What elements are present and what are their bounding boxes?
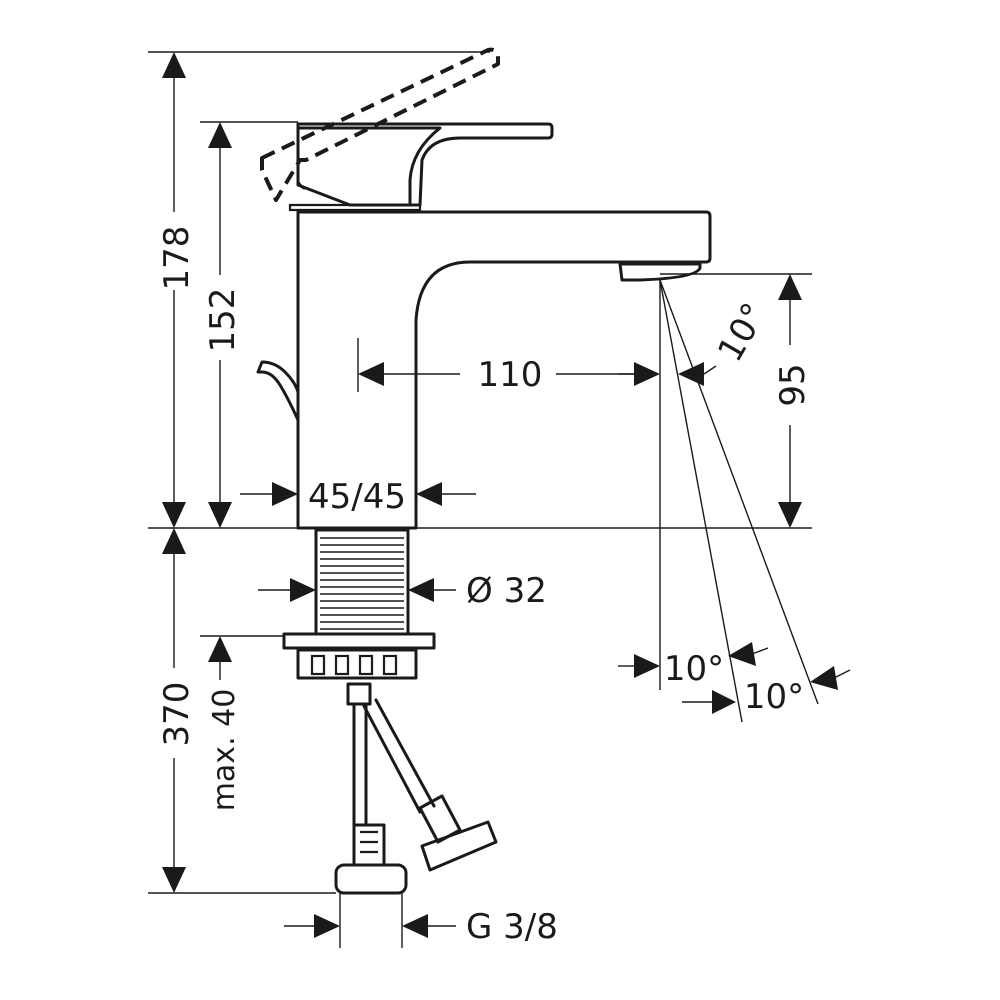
popup-rod bbox=[256, 360, 300, 422]
dimension-g-3-8: G 3/8 bbox=[284, 907, 558, 947]
supply-hoses bbox=[334, 682, 498, 895]
dim-label-110: 110 bbox=[478, 355, 543, 395]
lever-handle bbox=[296, 122, 554, 207]
dim-label-angle-right: 10° bbox=[744, 677, 804, 717]
threaded-shank bbox=[314, 528, 410, 636]
dim-label-g-3-8: G 3/8 bbox=[466, 907, 558, 947]
dimension-152: 152 bbox=[203, 122, 243, 528]
dim-label-45-45: 45/45 bbox=[308, 477, 406, 517]
dimension-diameter-32: Ø 32 bbox=[258, 571, 547, 611]
reference-lines bbox=[148, 51, 819, 948]
dimension-angle-left: 10° bbox=[618, 642, 769, 689]
dimension-370: 370 bbox=[157, 528, 197, 893]
dim-label-diameter-32: Ø 32 bbox=[466, 571, 547, 611]
dimension-angle-right: 10° bbox=[682, 666, 851, 717]
fixing-nut bbox=[282, 632, 436, 680]
dimension-max-40: max. 40 bbox=[207, 636, 242, 811]
dim-label-angle-left: 10° bbox=[664, 649, 724, 689]
dimension-178: 178 bbox=[157, 52, 197, 528]
dim-label-max-40: max. 40 bbox=[207, 689, 242, 812]
lever-raised-outline bbox=[260, 47, 500, 202]
dim-label-152: 152 bbox=[203, 288, 243, 353]
dim-label-95: 95 bbox=[773, 363, 813, 406]
dimension-95: 95 bbox=[773, 274, 813, 528]
dim-label-angle-spout: 10° bbox=[710, 296, 775, 368]
dim-label-370: 370 bbox=[157, 682, 197, 747]
dimension-45-45: 45/45 bbox=[240, 477, 476, 517]
dim-label-178: 178 bbox=[157, 226, 197, 291]
dimension-110: 110 bbox=[358, 355, 660, 395]
